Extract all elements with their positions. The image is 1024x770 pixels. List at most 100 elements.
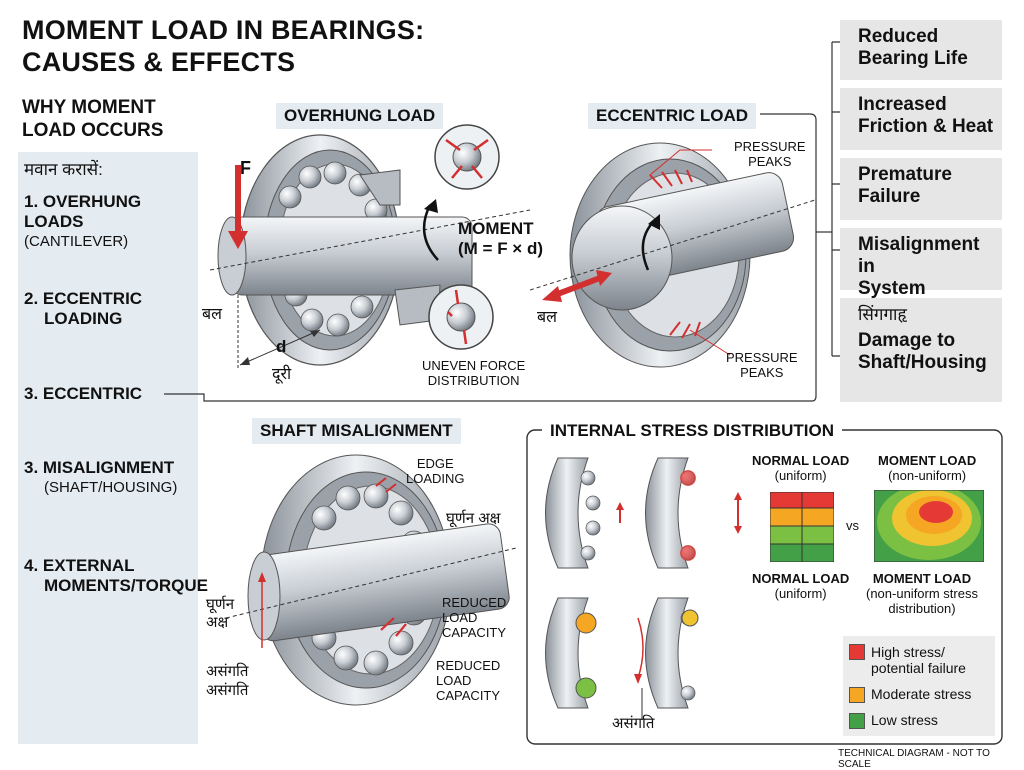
moment-load-bottom: MOMENT LOAD (non-uniform stress distribu… (866, 571, 978, 616)
rotation-axis-right: घूर्णन अक्ष (446, 510, 501, 527)
causes-panel: मवान करासें: 1. OVERHUNG LOADS (CANTILEV… (18, 152, 208, 744)
moment-load-top: MOMENT LOAD (non-uniform) (878, 453, 976, 483)
eccentric-bearing-illustration (530, 142, 815, 368)
pressure-peaks-bottom: PRESSURE PEAKS (726, 350, 798, 380)
reduced-load-capacity-a: REDUCED LOAD CAPACITY (442, 595, 506, 640)
moment-bottom-2: (non-uniform stress (866, 586, 978, 601)
effect-4-line-2: System (858, 278, 926, 299)
moment-formula: MOMENT (M = F × d) (458, 219, 543, 259)
cause-item-2: 2. ECCENTRIC LOADING (24, 289, 142, 329)
effect-1-line-2: Bearing Life (858, 48, 968, 69)
pressure-peaks-top: PRESSURE PEAKS (734, 139, 806, 169)
legend-moderate-stress: Moderate stress (849, 686, 972, 704)
axis-left-2: अक्ष (206, 614, 229, 631)
stress-legend: High stress/potential failure Moderate s… (843, 636, 995, 736)
cause-1-sub: (CANTILEVER) (24, 233, 129, 250)
effect-2-line-2: Friction & Heat (858, 116, 994, 137)
causes-heading: मवान करासें: (24, 160, 103, 179)
cause-3-main: 3. ECCENTRIC (24, 384, 143, 403)
legend-high-stress: High stress/potential failure (849, 644, 966, 676)
edge-line-1: EDGE (416, 456, 454, 471)
footer-note: TECHNICAL DIAGRAM - NOT TO SCALE (838, 748, 990, 770)
uneven-line-2: DISTRIBUTION (427, 373, 520, 388)
why-line-1: WHY MOMENT (22, 97, 156, 118)
stress-distribution-label: INTERNAL STRESS DISTRIBUTION (542, 418, 842, 444)
effect-misalignment: Misalignment in System (840, 228, 1002, 299)
cause-4-sub: (SHAFT/HOUSING) (44, 479, 178, 496)
normal-bottom-2: (uniform) (774, 586, 827, 601)
eccentric-force-hindi: बल (537, 309, 557, 326)
cause-5-sub: MOMENTS/TORQUE (44, 576, 209, 595)
asangati-2: असंगति (206, 682, 249, 699)
legend-moderate-label: Moderate stress (871, 686, 972, 702)
shaft-misalignment-label: SHAFT MISALIGNMENT (252, 418, 461, 444)
stress-bearing-cross-sections (545, 457, 742, 720)
force-hindi-label: बल (202, 306, 222, 323)
moment-bottom-1: MOMENT LOAD (872, 571, 972, 586)
uneven-line-1: UNEVEN FORCE (422, 358, 526, 373)
why-heading: WHY MOMENT LOAD OCCURS (22, 96, 163, 142)
force-label: F (240, 158, 251, 178)
normal-top-2: (uniform) (774, 468, 827, 483)
title-line-2: CAUSES & EFFECTS (22, 47, 296, 77)
legend-swatch-green (849, 713, 865, 730)
effect-4-line-1: Misalignment in (858, 234, 980, 277)
effect-friction-heat: Increased Friction & Heat (840, 88, 1002, 150)
cause-2-sub: LOADING (44, 309, 123, 328)
distance-hindi-label: दूरी (272, 366, 292, 383)
legend-high-line-2: potential failure (871, 660, 966, 676)
legend-low-stress: Low stress (849, 712, 938, 730)
edge-line-2: LOADING (406, 471, 465, 486)
reduced-a-3: CAPACITY (442, 625, 507, 640)
effect-3-line-2: Failure (858, 186, 921, 207)
cause-4-main: 3. MISALIGNMENT (24, 458, 175, 477)
distance-d-label: d (276, 337, 287, 356)
axis-left-1: घूर्णन (206, 596, 235, 613)
reduced-a-1: REDUCED (442, 595, 507, 610)
reduced-b-3: CAPACITY (436, 688, 501, 703)
misalignment-hindi: असंगति असंगति (206, 662, 248, 700)
effect-1-line-1: Reduced (858, 26, 939, 47)
legend-swatch-red (849, 644, 865, 660)
stress-misalignment-hindi: असंगति (612, 715, 655, 732)
cause-1-main: 1. OVERHUNG LOADS (24, 192, 142, 231)
effect-shaft-damage: सिंगगाहृ Damage to Shaft/Housing (840, 298, 1002, 402)
non-uniform-stress-map (874, 490, 984, 562)
moment-line-1: MOMENT (458, 219, 534, 238)
eccentric-load-label: ECCENTRIC LOAD (588, 103, 757, 129)
reduced-load-capacity-b: REDUCED LOAD CAPACITY (436, 658, 500, 703)
effect-2-line-1: Increased (858, 94, 947, 115)
moment-line-2: (M = F × d) (458, 239, 543, 258)
peaks-bottom-2: PEAKS (740, 365, 784, 380)
normal-top-1: NORMAL LOAD (752, 453, 850, 468)
peaks-top-1: PRESSURE (734, 139, 806, 154)
rotation-axis-left: घूर्णन अक्ष (206, 596, 234, 632)
normal-bottom-1: NORMAL LOAD (752, 571, 850, 586)
page-title: MOMENT LOAD IN BEARINGS: CAUSES & EFFECT… (22, 14, 424, 78)
moment-top-2: (non-uniform) (888, 468, 967, 483)
effect-5-line-2: Shaft/Housing (858, 352, 987, 373)
why-line-2: LOAD OCCURS (22, 120, 164, 141)
effect-premature-failure: Premature Failure (840, 158, 1002, 220)
cause-item-4: 3. MISALIGNMENT (SHAFT/HOUSING) (24, 458, 177, 498)
uneven-force-label: UNEVEN FORCE DISTRIBUTION (422, 358, 525, 388)
legend-low-label: Low stress (871, 712, 938, 728)
vs-label: vs (846, 518, 859, 533)
reduced-b-1: REDUCED (436, 658, 501, 673)
cause-item-3: 3. ECCENTRIC (24, 384, 142, 404)
peaks-bottom-1: PRESSURE (726, 350, 798, 365)
reduced-a-2: LOAD (442, 610, 478, 625)
effect-3-line-1: Premature (858, 164, 952, 185)
misalignment-bearing-illustration (226, 454, 516, 706)
overhung-bearing-illustration (210, 134, 531, 370)
cause-2-main: 2. ECCENTRIC (24, 289, 143, 308)
peaks-top-2: PEAKS (748, 154, 792, 169)
legend-high-line-1: High stress/ (871, 644, 945, 660)
moment-top-1: MOMENT LOAD (878, 453, 977, 468)
effect-5-hindi: सिंगगाहृ (858, 305, 907, 324)
magnifier-top (434, 124, 500, 190)
cause-item-5: 4. EXTERNAL MOMENTS/TORQUE (24, 556, 208, 596)
cause-5-main: 4. EXTERNAL (24, 556, 135, 575)
asangati-1: असंगति (206, 663, 249, 680)
overhung-load-label: OVERHUNG LOAD (276, 103, 444, 129)
